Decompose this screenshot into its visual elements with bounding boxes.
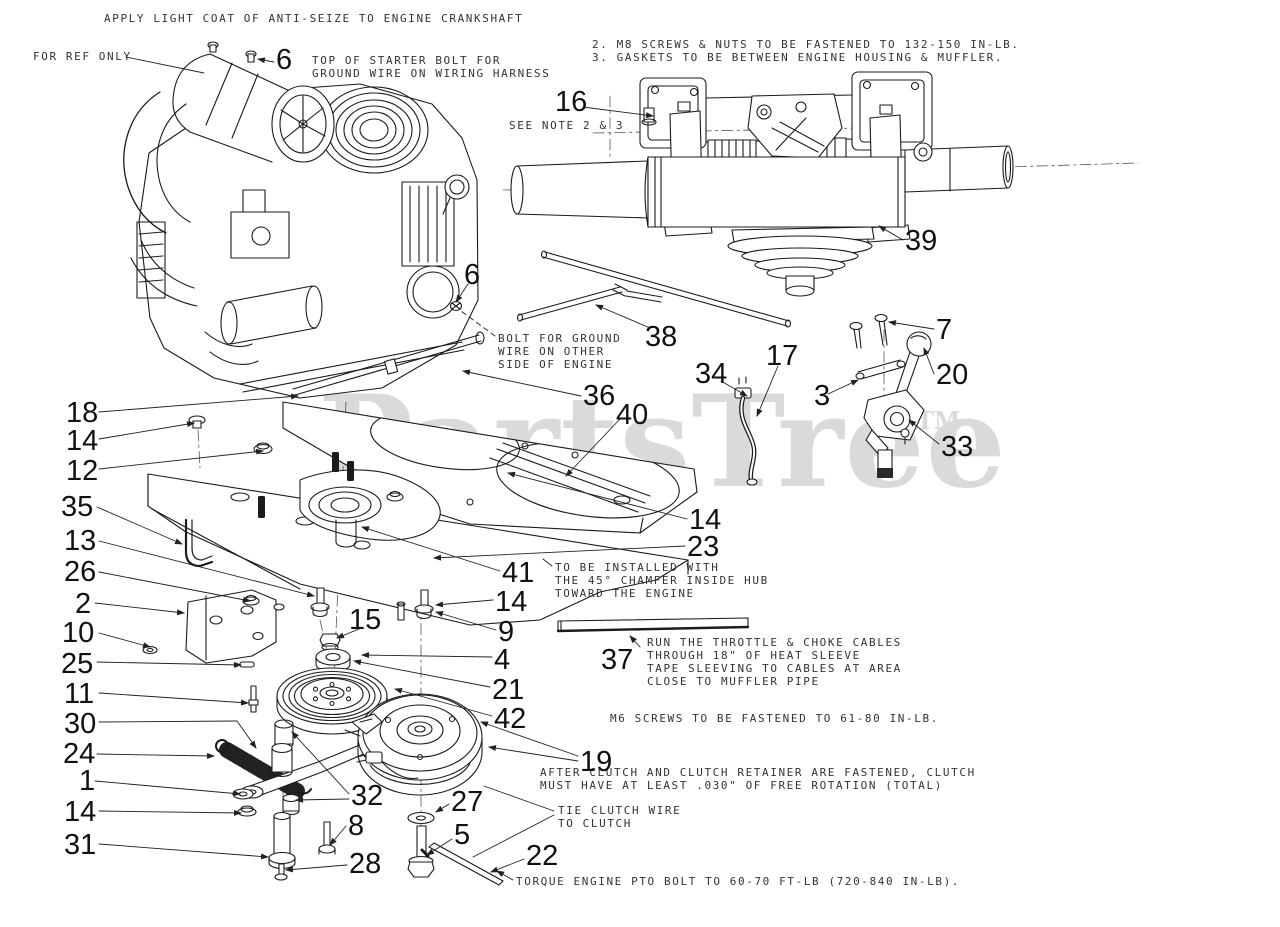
callout-22: 22 [526, 840, 559, 872]
callout-21: 21 [492, 674, 525, 706]
pto-clutch [344, 693, 483, 796]
callout-16: 16 [555, 86, 588, 118]
callout-38: 38 [645, 321, 678, 353]
pto-bolt-group [407, 811, 504, 886]
note-for-ref-only: FOR REF ONLY [33, 50, 132, 63]
callout-19: 19 [580, 746, 613, 778]
note-bolt-for-ground: BOLT FOR GROUND WIRE ON OTHER SIDE OF EN… [498, 332, 622, 371]
callout-27: 27 [451, 786, 484, 818]
callout-30: 30 [64, 708, 97, 740]
idler-arm-spring [215, 719, 381, 881]
callout-40: 40 [616, 399, 649, 431]
callout-15: 15 [349, 604, 382, 636]
callout-31: 31 [64, 829, 97, 861]
deck-fasteners [142, 380, 434, 713]
callout-9: 9 [498, 616, 515, 648]
engine-pulley [276, 667, 388, 735]
choke-rod [734, 376, 758, 486]
mounting-bracket [185, 589, 285, 664]
callout-42: 42 [494, 703, 527, 735]
callout-14: 14 [66, 425, 99, 457]
callout-11: 11 [64, 678, 95, 710]
callout-41: 41 [502, 557, 535, 589]
callout-7: 7 [936, 314, 953, 346]
callout-32: 32 [351, 780, 384, 812]
muffler-assembly [510, 71, 1014, 297]
callout-14: 14 [64, 796, 97, 828]
callout-34: 34 [695, 358, 728, 390]
note-see-note-2-3: SEE NOTE 2 & 3 [509, 119, 625, 132]
callout-2: 2 [75, 588, 92, 620]
note-apply-anti-seize: APPLY LIGHT COAT OF ANTI-SEIZE TO ENGINE… [104, 12, 524, 25]
callout-39: 39 [905, 225, 938, 257]
callout-14: 14 [495, 586, 528, 618]
callout-17: 17 [766, 340, 799, 372]
callout-37: 37 [601, 644, 634, 676]
note-torque-pto: TORQUE ENGINE PTO BOLT TO 60-70 FT-LB (7… [516, 875, 961, 888]
callout-14: 14 [689, 504, 722, 536]
callout-10: 10 [62, 617, 95, 649]
callout-13: 13 [64, 525, 97, 557]
note-heat-sleeve: RUN THE THROTTLE & CHOKE CABLES THROUGH … [647, 636, 902, 688]
callout-36: 36 [583, 380, 616, 412]
callout-23: 23 [687, 531, 720, 563]
callout-6: 6 [276, 44, 293, 76]
callout-24: 24 [63, 738, 96, 770]
note-tie-clutch-wire: TIE CLUTCH WIRE TO CLUTCH [558, 804, 682, 830]
callout-18: 18 [66, 397, 99, 429]
callout-28: 28 [349, 848, 382, 880]
support-rods [516, 250, 792, 328]
note-after-clutch: AFTER CLUTCH AND CLUTCH RETAINER ARE FAS… [540, 766, 976, 792]
throttle-lever-assembly [849, 313, 932, 478]
engine-deck-plate [147, 401, 698, 626]
callout-25: 25 [61, 648, 94, 680]
callout-6: 6 [464, 259, 481, 291]
callout-12: 12 [66, 455, 99, 487]
callout-20: 20 [936, 359, 969, 391]
engine [123, 41, 485, 399]
callout-5: 5 [454, 819, 471, 851]
note-top-of-starter-bolt: TOP OF STARTER BOLT FOR GROUND WIRE ON W… [312, 54, 551, 80]
callout-33: 33 [941, 431, 974, 463]
callout-26: 26 [64, 556, 97, 588]
note-m6-screws: M6 SCREWS TO BE FASTENED TO 61-80 IN-LB. [610, 712, 939, 725]
callout-1: 1 [79, 765, 96, 797]
callout-4: 4 [494, 644, 511, 676]
heat-sleeve-bar [556, 617, 750, 633]
callout-35: 35 [61, 491, 94, 523]
callout-3: 3 [814, 380, 831, 412]
note-chamfer: TO BE INSTALLED WITH THE 45° CHAMFER INS… [555, 561, 769, 600]
note-notes-2-3: 2. M8 SCREWS & NUTS TO BE FASTENED TO 13… [592, 38, 1020, 64]
callout-8: 8 [348, 810, 365, 842]
leader-lines [94, 56, 940, 881]
